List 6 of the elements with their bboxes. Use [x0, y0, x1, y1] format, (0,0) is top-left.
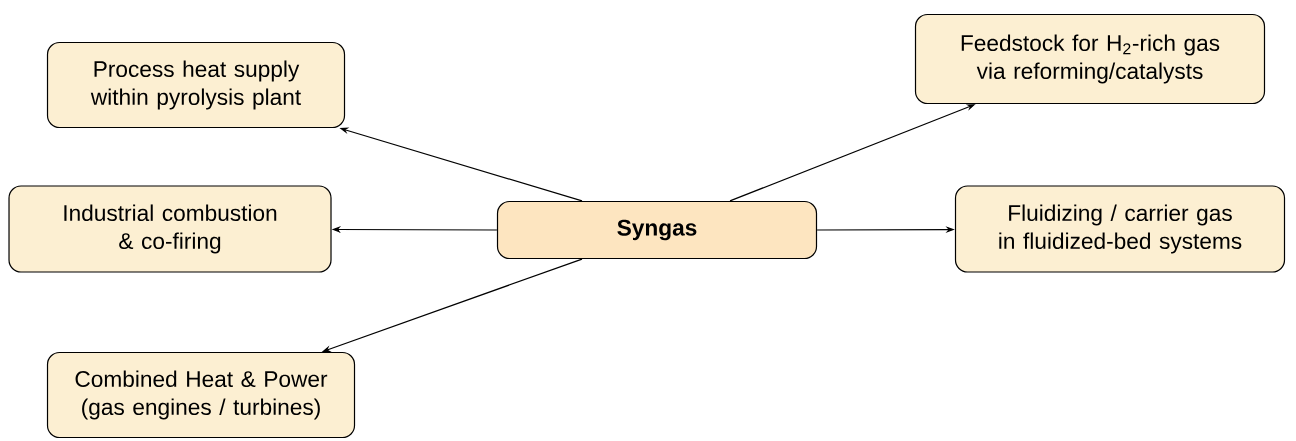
application-box: Process heat supply within pyrolysis plant	[46, 41, 346, 129]
hub-box: Syngas	[496, 200, 818, 260]
application-box: Fluidizing / carrier gas in fluidized-bed systems	[954, 185, 1286, 273]
application-box: Feedstock for H$_{2}$-rich gas via reforming/catalysts	[914, 13, 1266, 105]
application-box: Industrial combustion & co-firing	[8, 185, 332, 273]
application-box: Combined Heat & Power (gas engines / turbines)	[46, 351, 356, 439]
